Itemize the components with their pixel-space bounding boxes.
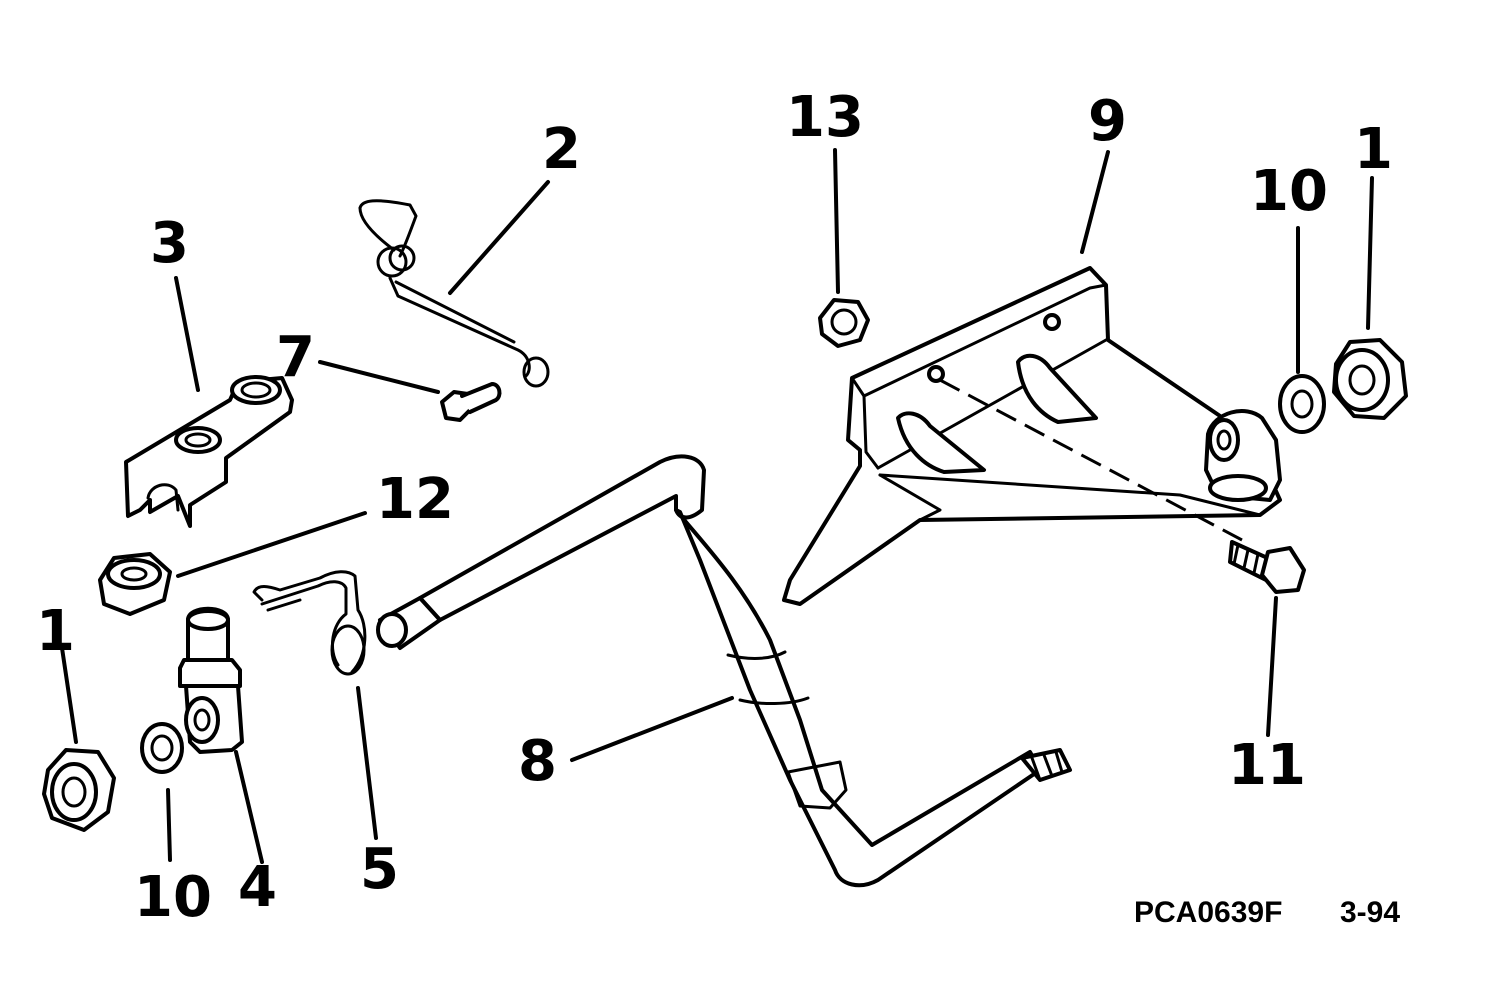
- callout-9: 9: [1088, 89, 1127, 154]
- callout-7: 7: [276, 325, 315, 390]
- callout-1-right: 1: [1354, 117, 1393, 182]
- part-5-hairpin-clip: [252, 570, 367, 676]
- part-1-nut-right: [1332, 338, 1408, 420]
- part-4-swivel-joint: [178, 606, 244, 754]
- callout-12: 12: [376, 467, 454, 532]
- date-code: 3-94: [1340, 896, 1400, 929]
- part-12-hex-nut: [98, 552, 172, 616]
- callout-10-left: 10: [134, 865, 212, 930]
- callout-5: 5: [360, 837, 399, 902]
- leader-lines: [60, 148, 1374, 864]
- part-7-bolt: [440, 382, 502, 422]
- callout-10-right: 10: [1250, 159, 1328, 224]
- callout-labels: 1 10 9 13 2 3 7 12 1 8 11 5 4 10: [36, 85, 1393, 930]
- callout-4: 4: [238, 855, 277, 920]
- callout-2: 2: [542, 117, 581, 182]
- callout-11: 11: [1228, 733, 1306, 798]
- part-11-bolt: [1228, 540, 1306, 594]
- part-3-clamp-block: [124, 375, 294, 528]
- part-10-washer-right: [1278, 374, 1326, 434]
- part-8-shift-rod: [376, 454, 1072, 888]
- part-10-washer-left: [140, 722, 184, 774]
- assembly-axis-line: [939, 378, 1243, 542]
- part-code: PCA0639F: [1134, 896, 1282, 929]
- callout-1-left: 1: [36, 599, 75, 664]
- part-2-wire-clip: [358, 199, 550, 388]
- callout-3: 3: [150, 211, 189, 276]
- part-9-bracket: [782, 266, 1282, 606]
- callout-13: 13: [786, 85, 864, 150]
- part-1-nut-left: [42, 748, 116, 832]
- footer: PCA0639F 3-94: [1134, 896, 1400, 929]
- callout-8: 8: [518, 729, 557, 794]
- part-13-nut: [818, 298, 870, 348]
